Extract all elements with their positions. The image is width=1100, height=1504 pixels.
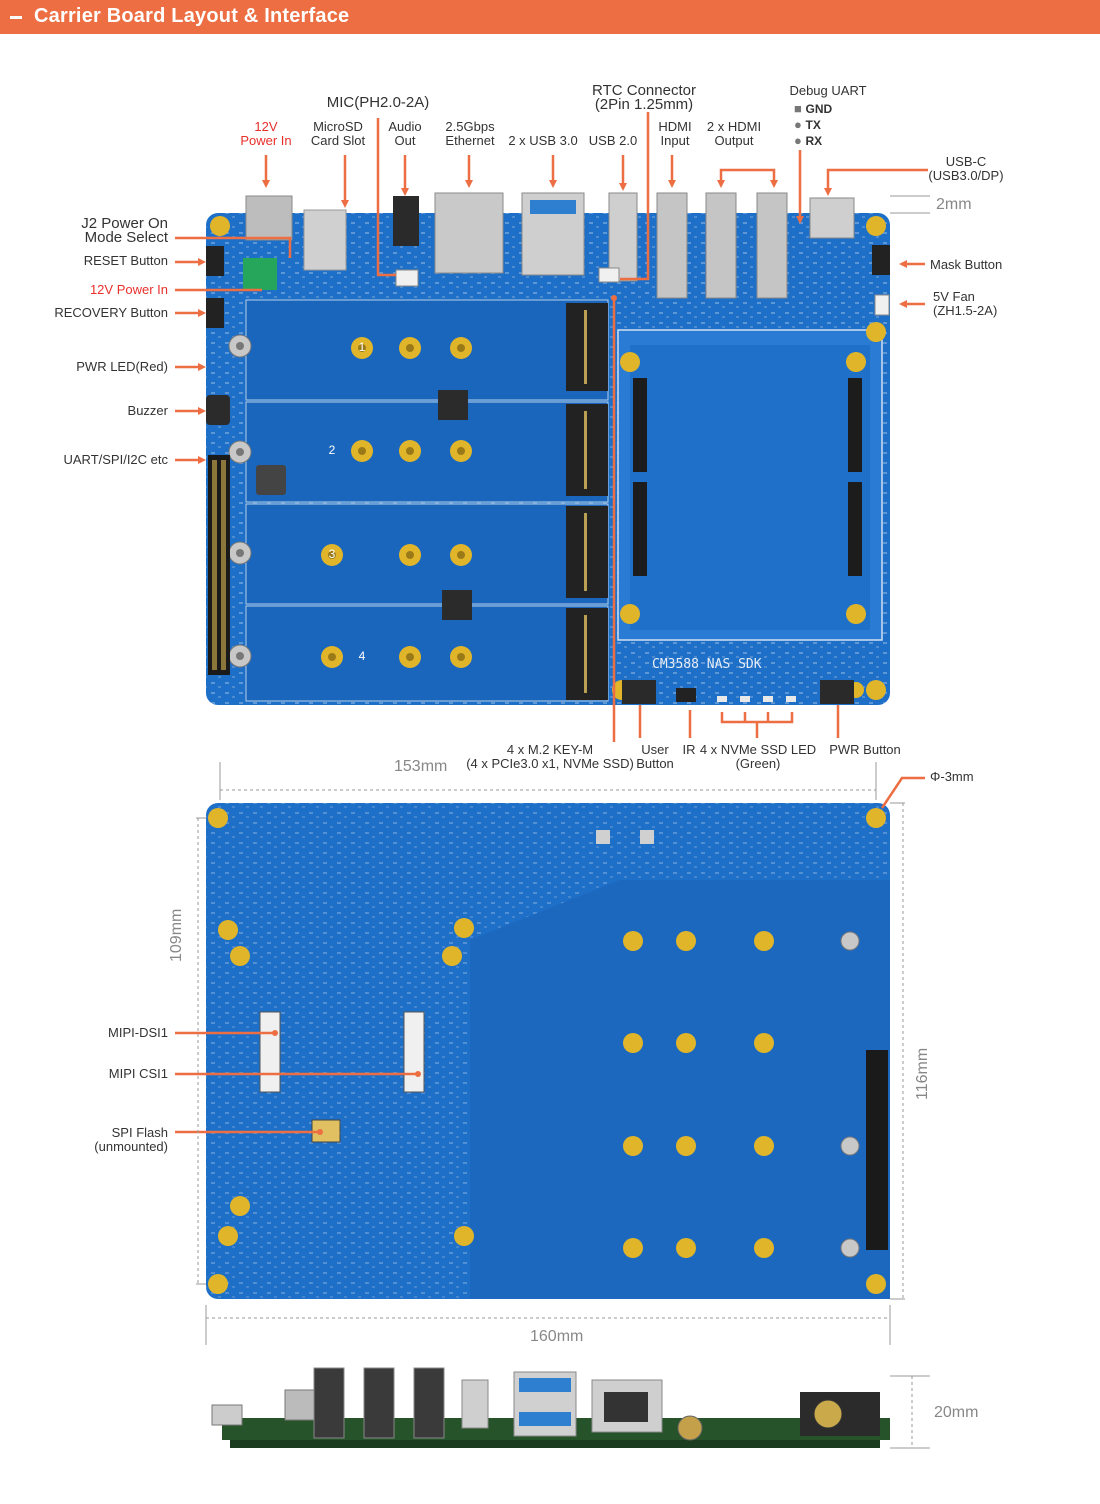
label-12v-power-in-top: 12V Power In [240, 119, 292, 148]
board-sdk-label: CM3588 NAS SDK [652, 657, 762, 672]
back-board [206, 803, 890, 1299]
page-title: Carrier Board Layout & Interface [34, 5, 350, 27]
label-usb20: USB 2.0 [588, 133, 638, 148]
label-usb30: 2 x USB 3.0 [508, 133, 578, 148]
label-debug-uart: Debug UART [789, 83, 867, 98]
label-uart-spi-i2c: UART/SPI/I2C etc [63, 452, 168, 467]
dim-160mm: 160mm [530, 1328, 584, 1345]
dim-20mm: 20mm [934, 1404, 979, 1421]
label-usb-c: USB-C (USB3.0/DP) [928, 154, 1004, 183]
label-phi-3mm: Φ-3mm [930, 769, 974, 784]
label-ir: IR [682, 742, 696, 757]
dim-153mm: 153mm [394, 758, 448, 775]
uart-tx: ● TX [794, 117, 821, 133]
label-ethernet: 2.5Gbps Ethernet [445, 119, 495, 148]
dim-116mm: 116mm [914, 1047, 931, 1100]
uart-gnd-label: GND [805, 102, 833, 116]
label-m2-key-m: 4 x M.2 KEY-M (4 x PCIe3.0 x1, NVMe SSD) [466, 742, 634, 771]
label-pwr-led: PWR LED(Red) [76, 359, 168, 374]
label-user-button: User Button [636, 742, 674, 771]
slot-number-3: 3 [328, 547, 336, 561]
slot-number-1: 1 [358, 340, 366, 354]
label-mic: MIC(PH2.0-2A) [326, 94, 430, 111]
label-5v-fan: 5V Fan (ZH1.5-2A) [933, 289, 998, 318]
label-hdmi-output: 2 x HDMI Output [706, 119, 762, 148]
leader-lines [175, 112, 928, 1134]
banner-dash [10, 16, 22, 19]
label-microsd: MicroSD Card Slot [310, 119, 366, 148]
label-pwr-button: PWR Button [829, 742, 901, 757]
slot-number-2: 2 [328, 443, 336, 457]
label-reset-button: RESET Button [83, 253, 168, 268]
header-banner: Carrier Board Layout & Interface [0, 0, 1100, 34]
uart-gnd: ■ GND [794, 101, 833, 117]
label-mipi-dsi1: MIPI-DSI1 [108, 1025, 168, 1040]
side-view [211, 1367, 890, 1448]
label-nvme-ssd-led: 4 x NVMe SSD LED (Green) [699, 742, 817, 771]
dim-2mm: 2mm [936, 196, 972, 213]
front-board [206, 192, 890, 705]
label-spi-flash: SPI Flash (unmounted) [94, 1125, 168, 1154]
label-mipi-csi1: MIPI CSI1 [108, 1066, 168, 1081]
dim-109mm: 109mm [168, 908, 185, 962]
slot-number-4: 4 [358, 649, 366, 663]
label-hdmi-input: HDMI Input [658, 119, 692, 148]
label-j2-power-on-mode: J2 Power On Mode Select [81, 215, 168, 246]
dimension-lines [196, 195, 930, 1449]
label-12v-power-in-left: 12V Power In [89, 282, 168, 297]
label-audio-out: Audio Out [388, 119, 422, 148]
label-mask-button: Mask Button [930, 257, 1003, 272]
uart-tx-label: TX [805, 118, 821, 132]
label-rtc-connector: RTC Connector (2Pin 1.25mm) [592, 82, 696, 113]
uart-rx: ● RX [794, 133, 823, 149]
label-buzzer: Buzzer [127, 403, 168, 418]
uart-rx-label: RX [805, 134, 823, 148]
label-recovery-button: RECOVERY Button [54, 305, 168, 320]
